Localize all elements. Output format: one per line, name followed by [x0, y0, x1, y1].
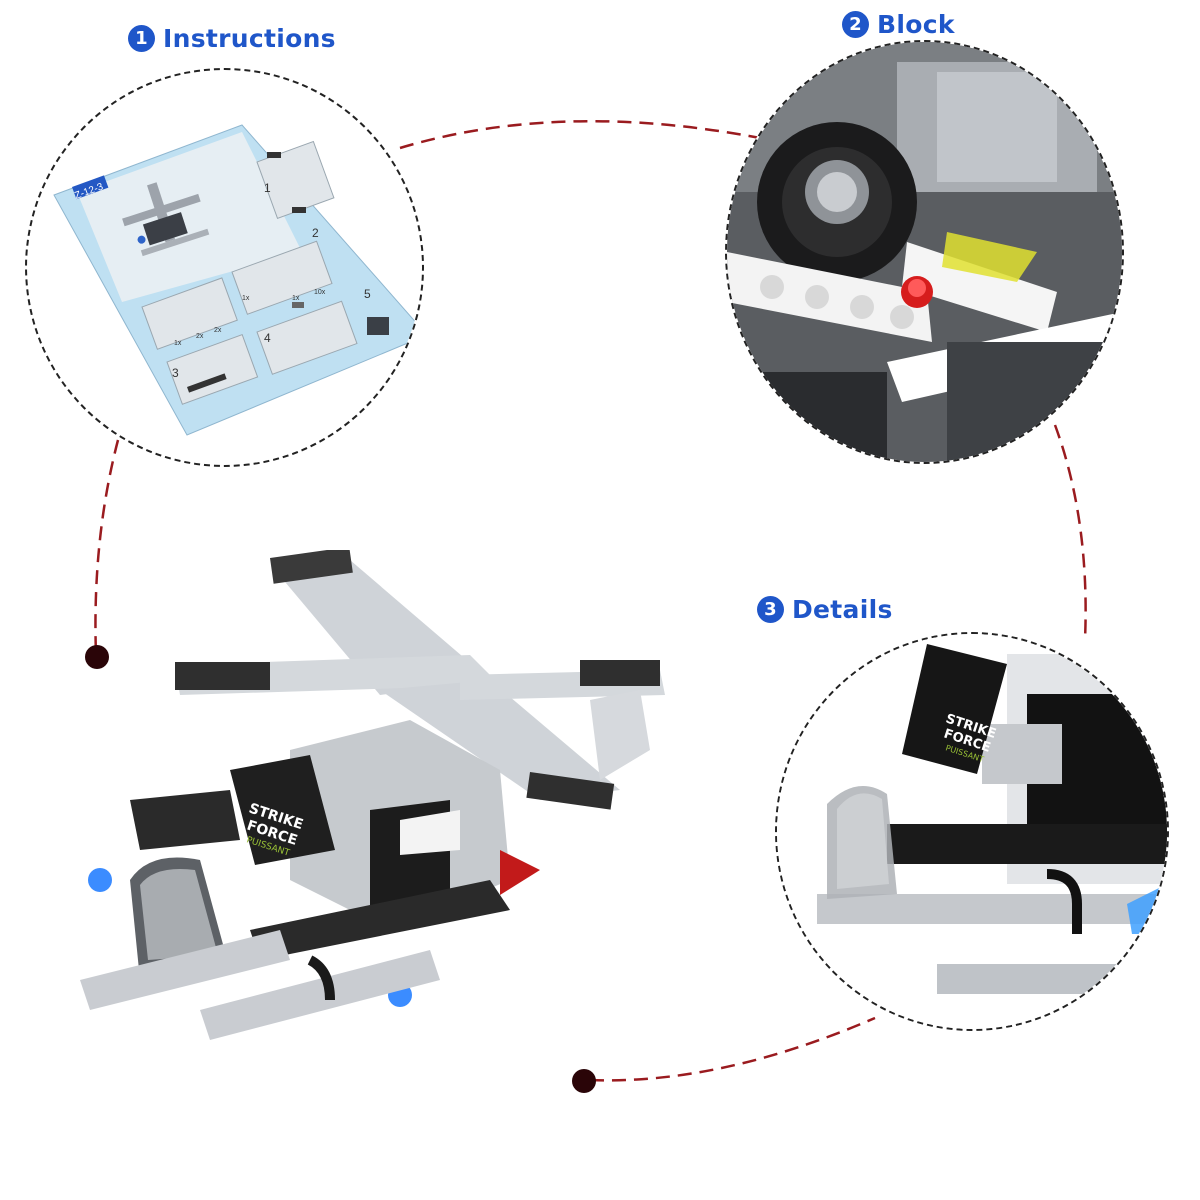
block-label: 2 Block	[842, 10, 955, 39]
connector-dot-left	[85, 645, 109, 669]
step-badge-3: 3	[757, 596, 784, 623]
connector-instructions-toy	[94, 439, 120, 656]
helicopter-toy-image: STRIKE FORCE PUISSANT	[80, 550, 665, 1040]
instruction-sheet-image: Z-12-3 1 2 3 4 5 1x 1x	[53, 124, 422, 436]
instructions-label-text: Instructions	[163, 24, 336, 53]
sheet-step-2: 2	[312, 226, 319, 240]
block-label-text: Block	[877, 10, 955, 39]
instructions-circle: Z-12-3 1 2 3 4 5 1x 1x	[25, 68, 424, 467]
step-badge-1: 1	[128, 25, 155, 52]
connector-dot-bottom	[572, 1069, 596, 1093]
connector-toy-details	[589, 1016, 876, 1082]
sheet-step-1: 1	[264, 181, 271, 195]
connector-instructions-block	[399, 119, 761, 150]
sheet-part-count-6: 2x	[214, 327, 222, 334]
details-circle: STRIKE FORCE PUISSANT	[775, 632, 1169, 1031]
sheet-step-4: 4	[264, 331, 271, 345]
sheet-step-3: 3	[172, 366, 179, 380]
sheet-step-5: 5	[364, 287, 371, 301]
sheet-part-count-3: 10x	[314, 289, 326, 296]
details-closeup-image: STRIKE FORCE PUISSANT	[777, 634, 1167, 1029]
block-closeup-image	[727, 42, 1122, 462]
sheet-part-count-5: 2x	[196, 333, 204, 340]
sheet-part-count-1: 1x	[242, 295, 250, 302]
instructions-label: 1 Instructions	[128, 24, 336, 53]
sheet-part-count-4: 1x	[174, 340, 182, 347]
details-label: 3 Details	[757, 595, 893, 624]
details-label-text: Details	[792, 595, 893, 624]
block-circle	[725, 40, 1124, 464]
connector-block-details	[1053, 424, 1087, 641]
step-badge-2: 2	[842, 11, 869, 38]
sheet-part-count-2: 1x	[292, 295, 300, 302]
